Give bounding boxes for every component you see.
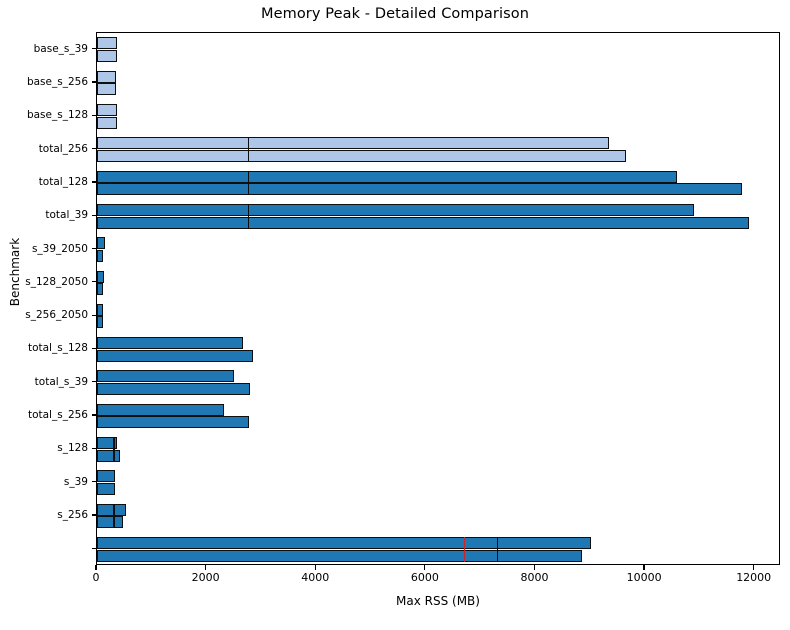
y-tick-mark: [91, 181, 96, 183]
bar: [97, 549, 583, 562]
bar: [97, 216, 749, 229]
y-tick-mark: [91, 48, 96, 50]
y-tick-label: s_256: [57, 509, 88, 522]
error-marker: [464, 537, 466, 562]
bar: [97, 137, 610, 150]
bar: [97, 270, 104, 283]
y-tick-label: s_39: [63, 475, 88, 488]
y-tick-mark: [91, 447, 96, 449]
x-tick-mark: [643, 565, 645, 570]
y-tick-mark: [91, 547, 96, 549]
x-tick-label: 2000: [191, 571, 220, 584]
y-tick-mark: [91, 214, 96, 216]
y-tick-label: total_256: [38, 142, 88, 155]
bar: [97, 103, 117, 116]
y-tick-mark: [91, 147, 96, 150]
x-tick-label: 12000: [736, 571, 772, 584]
bar: [97, 437, 117, 450]
y-tick-mark: [91, 381, 96, 383]
y-tick-mark: [91, 481, 96, 483]
x-tick-mark: [95, 565, 97, 570]
bar: [97, 483, 116, 495]
bar: [97, 503, 126, 516]
y-tick-label: s_256_2050: [25, 309, 88, 322]
y-tick-mark: [91, 347, 96, 350]
y-axis-label: Benchmark: [8, 237, 22, 307]
bar: [97, 49, 117, 62]
y-tick-mark: [91, 81, 96, 83]
plot-area: [96, 32, 780, 565]
bar: [97, 316, 104, 329]
bar: [97, 83, 117, 96]
y-tick-label: total_s_39: [34, 375, 88, 388]
y-tick-mark: [91, 247, 96, 250]
x-tick-mark: [533, 565, 536, 570]
y-tick-label: base_s_128: [26, 109, 88, 122]
bars-layer: [97, 33, 779, 564]
bar: [97, 383, 250, 396]
bar: [97, 449, 121, 462]
x-tick-mark: [753, 565, 755, 570]
x-tick-mark: [314, 565, 316, 570]
y-tick-mark: [91, 514, 96, 516]
bar-divider: [113, 503, 115, 529]
bar-divider: [248, 170, 250, 196]
x-tick-label: 8000: [520, 571, 549, 584]
bar: [97, 249, 104, 262]
bar: [97, 537, 591, 550]
x-tick-label: 4000: [301, 571, 330, 584]
bar: [97, 170, 678, 183]
bar: [97, 370, 235, 383]
y-tick-mark: [91, 114, 96, 116]
bar: [97, 37, 117, 50]
y-tick-label: total_s_256: [27, 409, 88, 422]
bar: [97, 116, 117, 129]
x-tick-mark: [424, 565, 426, 570]
x-axis-label: Max RSS (MB): [396, 594, 480, 608]
bar: [97, 203, 695, 216]
y-tick-label: total_128: [38, 175, 88, 188]
chart-title: Memory Peak - Detailed Comparison: [260, 6, 530, 22]
y-tick-label: s_39_2050: [31, 242, 88, 255]
y-tick-label: total_s_128: [27, 342, 88, 355]
bar: [97, 303, 104, 316]
x-axis-ticks: 0 2000 4000 6000 8000 10000 12000: [92, 565, 780, 605]
x-tick-label: 10000: [626, 571, 662, 584]
bar: [97, 283, 104, 296]
bar-divider: [248, 137, 250, 162]
bar: [97, 149, 627, 162]
bar: [97, 470, 116, 483]
bar-divider: [248, 203, 250, 229]
x-tick-label: 6000: [410, 571, 439, 584]
bar: [97, 70, 117, 83]
bar: [97, 403, 225, 416]
y-tick-mark: [91, 314, 96, 316]
y-tick-label: total_39: [45, 209, 88, 222]
bar-divider: [497, 537, 499, 562]
bar: [97, 337, 244, 350]
y-tick-mark: [91, 281, 96, 283]
y-tick-label: s_128: [57, 442, 88, 455]
x-tick-label: 0: [92, 571, 100, 584]
bar: [97, 416, 250, 429]
bar: [97, 237, 105, 250]
bar: [97, 516, 123, 529]
bar: [97, 349, 254, 362]
bar: [97, 183, 742, 196]
bar-divider: [113, 437, 115, 462]
x-tick-mark: [205, 565, 207, 570]
y-tick-label: base_s_256: [26, 75, 88, 88]
y-tick-label: base_s_39: [33, 42, 88, 55]
y-tick-label: s_128_2050: [25, 275, 88, 288]
y-tick-mark: [91, 414, 96, 416]
